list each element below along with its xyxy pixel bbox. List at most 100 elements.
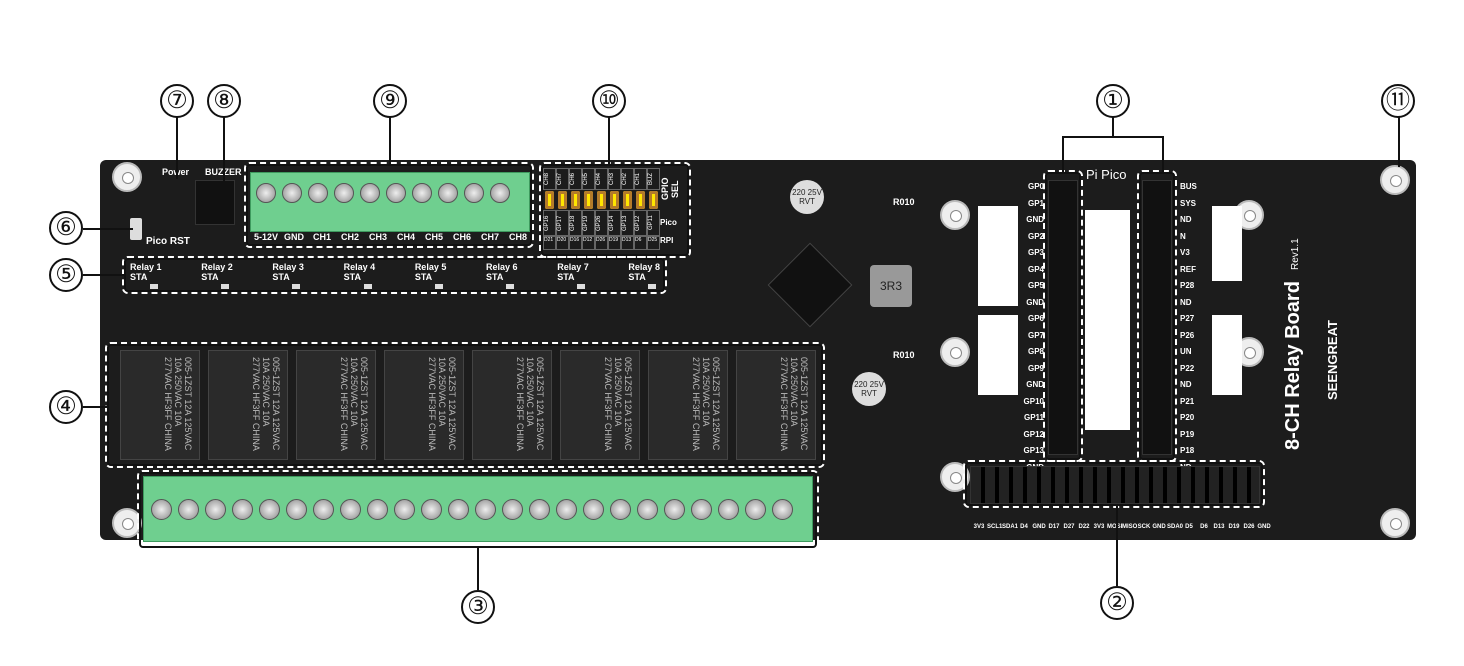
relay-led-label: Relay 5 [414, 262, 447, 272]
pico-pin-label: GP13 [1023, 446, 1044, 455]
rpi-gpio-label: D6 [634, 236, 647, 250]
relay-led-label: Relay 6 [486, 262, 518, 272]
terminal-screw [412, 183, 432, 203]
pico-pin-label: GP9 [1027, 363, 1044, 373]
jumper-cap [584, 191, 593, 209]
highlight-gpio-sel [539, 162, 691, 258]
callout-5: ⑤ [49, 258, 83, 292]
pico-pin-label: P28 [1180, 281, 1195, 290]
pico-pin-label: P20 [1180, 413, 1195, 422]
cutout [978, 206, 1018, 306]
terminal-screw [772, 499, 793, 520]
pico-pin-label: P27 [1180, 314, 1195, 323]
status-led-icon [577, 284, 586, 289]
rpi-gpio-label: D20 [556, 236, 569, 250]
relay-1: 005-1ZST 12A 125VAC 10A 250VAC 10A 277VA… [120, 350, 200, 460]
mount-hole [112, 162, 142, 192]
terminal-label: CH4 [396, 232, 415, 242]
terminal-screw [718, 499, 739, 520]
terminal-screw [637, 499, 658, 520]
pico-pin-label: P18 [1180, 446, 1195, 455]
terminal-screw [178, 499, 199, 520]
pico-pin-label: N [1180, 231, 1186, 241]
rpi-pin-label: GND [1257, 524, 1271, 530]
rpi-pin-label: MOSI [1107, 524, 1123, 530]
relay-led-label: Relay 3 [272, 262, 304, 272]
pico-pin-label: GND [1026, 215, 1044, 224]
status-led-icon [292, 284, 301, 289]
mount-hole [940, 337, 970, 367]
terminal-screw [232, 499, 253, 520]
terminal-screw [502, 499, 523, 520]
rpi-pin-label: D27 [1063, 524, 1075, 530]
terminal-screw [205, 499, 226, 520]
callout-4: ④ [49, 390, 83, 424]
callout-2: ② [1100, 586, 1134, 620]
pico-pin-label: GP4 [1027, 264, 1044, 274]
status-led-icon [221, 284, 230, 289]
pico-pin-label: GP11 [1023, 413, 1044, 422]
cutout [1212, 206, 1242, 281]
terminal-screw [438, 183, 458, 203]
jumper-cap [545, 191, 554, 209]
jumper-cap [610, 191, 619, 209]
rpi-pin-label: D22 [1078, 524, 1090, 530]
relay-led-sta: STA [272, 272, 290, 282]
highlight-pico-left [1043, 170, 1083, 462]
callout-3: ③ [461, 590, 495, 624]
pi-pico-label: Pi Pico [1086, 167, 1127, 182]
rpi-pin-label: 3V3 [1093, 524, 1105, 530]
callout-8: ⑧ [207, 84, 241, 118]
pico-pin-label: P22 [1180, 363, 1195, 373]
status-led-icon [363, 284, 372, 289]
pico-reset-button[interactable] [130, 218, 142, 240]
power-label: Power [162, 167, 189, 177]
terminal-screw [490, 183, 510, 203]
relay-led-sta: STA [343, 272, 361, 282]
relay-2: 005-1ZST 12A 125VAC 10A 250VAC 10A 277VA… [208, 350, 288, 460]
pico-pin-label: GP6 [1027, 314, 1044, 323]
rpi-pin-label: MISO [1122, 524, 1138, 530]
pico-pin-label: ND [1180, 380, 1192, 389]
terminal-screw [529, 499, 550, 520]
jumper-cap [558, 191, 567, 209]
capacitor: 220 25V RVT [852, 372, 886, 406]
pico-header-left [1048, 180, 1078, 455]
pico-pin-label: GP5 [1027, 281, 1044, 290]
pico-pin-label: GP12 [1023, 429, 1044, 439]
pico-pin-label: GP7 [1027, 330, 1044, 340]
terminal-label: 5-12V [253, 232, 279, 242]
callout-7: ⑦ [160, 84, 194, 118]
pico-pin-label: REF [1180, 264, 1196, 274]
cutout [1212, 315, 1242, 395]
rpi-pin-label: D19 [1228, 524, 1240, 530]
rpi-pin-label: D17 [1048, 524, 1060, 530]
callout-10: ⑩ [592, 84, 626, 118]
status-led-icon [434, 284, 443, 289]
rpi-pin-label: D26 [1243, 524, 1255, 530]
rpi-pin-label: D4 [1020, 524, 1028, 530]
pico-pin-label: ND [1180, 215, 1192, 224]
pico-pin-label: BUS [1180, 182, 1197, 191]
rpi-pin-label: SDA0 [1167, 524, 1184, 530]
relay-led-label: Relay 1 [130, 262, 162, 272]
terminal-screw [340, 499, 361, 520]
mount-hole [940, 462, 970, 492]
jumper-cap [623, 191, 632, 209]
jumper-cap [571, 191, 580, 209]
cutout [1085, 210, 1130, 430]
terminal-screw [256, 183, 276, 203]
terminal-screw [367, 499, 388, 520]
resistor-label: R010 [893, 350, 915, 360]
relay-led-label: Relay 2 [201, 262, 233, 272]
rpi-pin-label: SCK [1137, 524, 1151, 530]
relay-led-sta: STA [628, 272, 646, 282]
terminal-screw [282, 183, 302, 203]
